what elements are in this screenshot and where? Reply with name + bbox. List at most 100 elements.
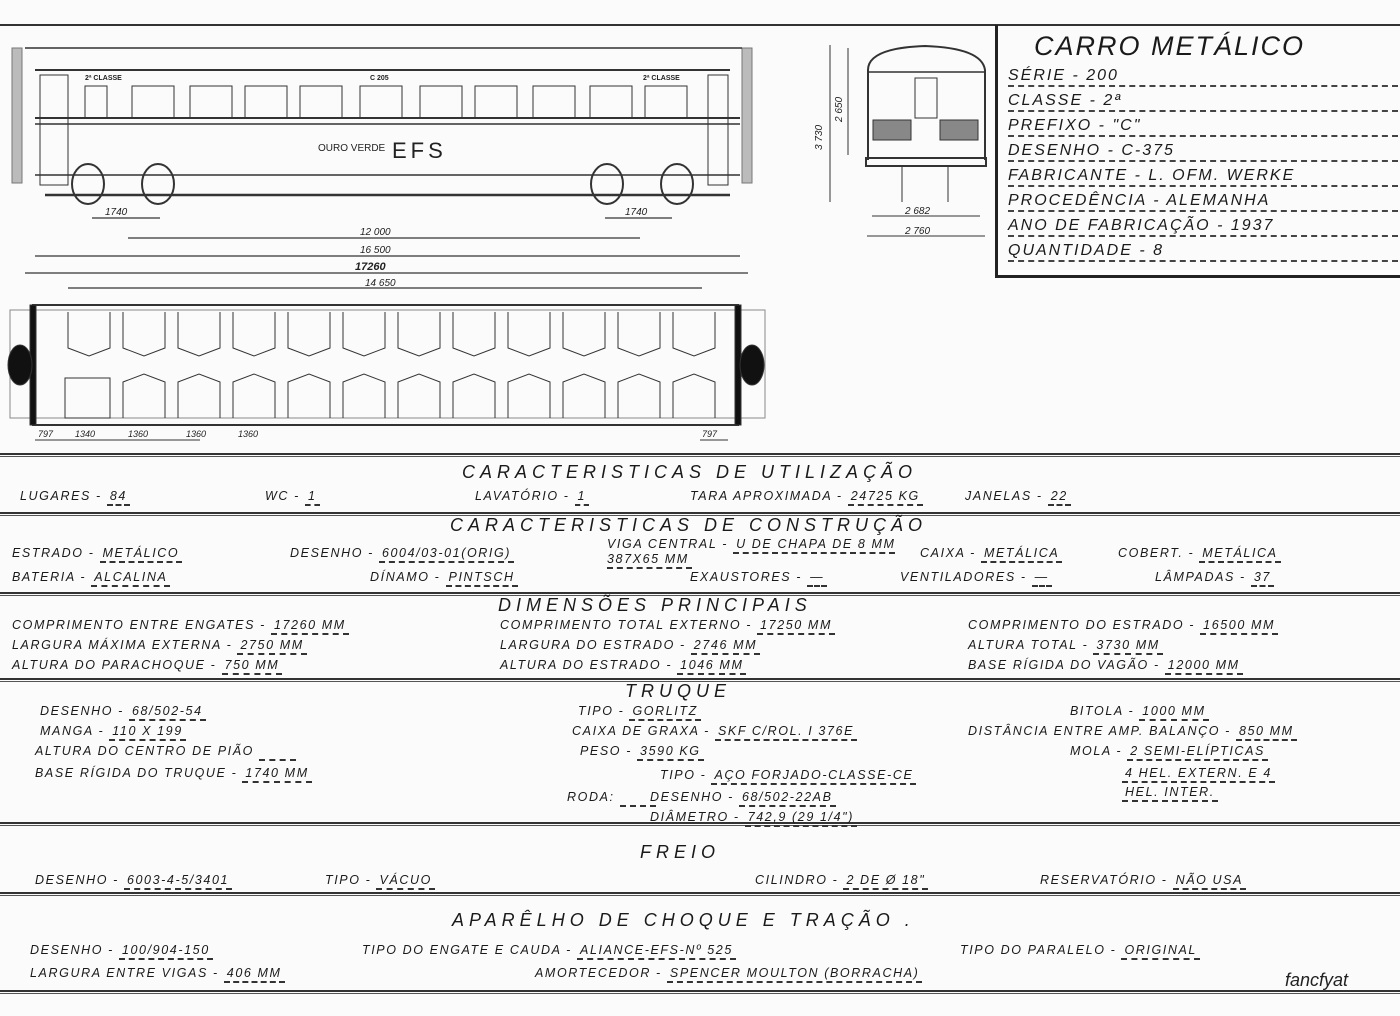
- seat-row-top: [452, 312, 496, 357]
- dim-bogie-right: 1740: [625, 207, 648, 218]
- spec-field: COMPRIMENTO ENTRE ENGATES - 17260 mm: [12, 618, 349, 635]
- field-label: ALTURA TOTAL -: [968, 638, 1094, 652]
- field-label: COBERT. -: [1118, 546, 1200, 560]
- title-row: CLASSE - 2ª: [1008, 92, 1398, 112]
- spec-field: ALTURA DO PARACHOQUE - 750 mm: [12, 658, 283, 675]
- field-label: AMORTECEDOR -: [535, 966, 667, 980]
- seat-row-bottom: [507, 373, 551, 418]
- seat-row-bottom: [672, 373, 716, 418]
- window: [131, 85, 175, 119]
- seat-row-top: [507, 312, 551, 357]
- field-value: 17250 mm: [757, 618, 835, 635]
- spec-field: ALTURA TOTAL - 3730 mm: [968, 638, 1163, 655]
- spec-field: LARGURA MÁXIMA EXTERNA - 2750 mm: [12, 638, 307, 655]
- field-label: BASE RÍGIDA DO VAGÃO -: [968, 658, 1165, 672]
- dim-coupler: 17260: [355, 261, 386, 273]
- field-value: ALCALINA: [91, 570, 171, 587]
- field-label: WC -: [265, 489, 305, 503]
- field-value: 2 DE Ø 18": [843, 873, 929, 890]
- field-label: LARGURA DO ESTRADO -: [500, 638, 691, 652]
- field-value: 68/502-22AB: [738, 790, 836, 807]
- plan-dim-2: 1340: [75, 429, 95, 439]
- wheel: [590, 163, 624, 205]
- spec-field: BITOLA - 1000 mm: [1070, 704, 1209, 721]
- spec-field: DISTÂNCIA ENTRE AMP. BALANÇO - 850 mm: [968, 724, 1297, 741]
- field-value: 3590 kg: [637, 744, 704, 761]
- field-value: —: [1031, 570, 1052, 587]
- window: [589, 85, 633, 119]
- field-label: MOLA -: [1070, 744, 1128, 758]
- field-label: COMPRIMENTO ENTRE ENGATES -: [12, 618, 271, 632]
- field-value: 742,9 (29 1/4"): [744, 810, 857, 827]
- field-value: 1046 mm: [677, 658, 747, 675]
- spec-field: BATERIA - ALCALINA: [12, 570, 171, 587]
- window: [84, 85, 108, 119]
- divider: [0, 592, 1400, 596]
- spec-field: TIPO - VÁCUO: [325, 873, 435, 890]
- title: CARRO METÁLICO: [1034, 31, 1306, 61]
- field-label: ALTURA DO ESTRADO -: [500, 658, 678, 672]
- field-value: NÃO USA: [1172, 873, 1247, 890]
- wheel: [71, 163, 105, 205]
- field-value: 2746 mm: [690, 638, 761, 655]
- window: [189, 85, 233, 119]
- field-label: DESENHO -: [650, 790, 739, 804]
- spec-field: COMPRIMENTO DO ESTRADO - 16500 mm: [968, 618, 1278, 635]
- field-value: VÁCUO: [376, 873, 435, 890]
- spec-field: DESENHO - 68/502-22AB: [650, 790, 836, 807]
- field-label: TIPO -: [325, 873, 377, 887]
- field-value: 1000 mm: [1139, 704, 1209, 721]
- field-value: ALIANCE-EFS-Nº 525: [577, 943, 736, 960]
- divider: [0, 453, 1400, 457]
- seat-row-bottom: [562, 373, 606, 418]
- seat-row-top: [177, 312, 221, 357]
- field-value: 22: [1047, 489, 1071, 506]
- seat-row-bottom: [177, 373, 221, 418]
- field-label: TIPO DO ENGATE E CAUDA -: [362, 943, 578, 957]
- field-label: DESENHO -: [290, 546, 379, 560]
- field-value: 1740 mm: [242, 766, 312, 783]
- spec-field: CAIXA DE GRAXA - SKF C/ROL. I 376E: [572, 724, 858, 741]
- signature: fancfyat: [1285, 970, 1349, 990]
- section-title: TRUQUE: [625, 681, 731, 701]
- spec-field: LARGURA DO ESTRADO - 2746 mm: [500, 638, 761, 655]
- field-value: AÇO FORJADO-CLASSE-CE: [711, 768, 917, 785]
- field-label: EXAUSTORES -: [690, 570, 808, 584]
- field-value: 37: [1250, 570, 1274, 587]
- field-value: 406 mm: [223, 966, 285, 983]
- window: [419, 85, 463, 119]
- class-label-left: 2ª CLASSE: [85, 75, 122, 82]
- field-label: DIÂMETRO -: [650, 810, 745, 824]
- section-title: FREIO: [640, 842, 721, 862]
- seat-row-top: [397, 312, 441, 357]
- field-label: DESENHO -: [35, 873, 124, 887]
- field-label: JANELAS -: [965, 489, 1048, 503]
- plan-dim-right: 797: [702, 429, 718, 439]
- spec-field: AMORTECEDOR - SPENCER MOULTON (BORRACHA): [535, 966, 923, 983]
- seat-row-top: [562, 312, 606, 357]
- field-label: TIPO -: [578, 704, 630, 718]
- dim-height-body: 2 650: [834, 97, 845, 123]
- side-elevation: [11, 47, 753, 289]
- field-value: 850 mm: [1235, 724, 1297, 741]
- dim-bogie-left: 1740: [105, 207, 128, 218]
- field-value: 1: [304, 489, 320, 506]
- field-label: LÂMPADAS -: [1155, 570, 1251, 584]
- spec-field: EXAUSTORES - —: [690, 570, 828, 587]
- field-value: 2750 mm: [237, 638, 307, 655]
- spec-field: DÍNAMO - PINTSCH: [370, 570, 518, 587]
- field-label: ESTRADO -: [12, 546, 100, 560]
- field-label: CILINDRO -: [755, 873, 844, 887]
- spec-field: TIPO - AÇO FORJADO-CLASSE-CE: [660, 768, 917, 785]
- spec-field: RODA:: [567, 790, 657, 807]
- seat-row-top: [122, 312, 166, 357]
- field-label: DESENHO -: [40, 704, 129, 718]
- efs-logo: EFS: [392, 138, 447, 163]
- field-label: CAIXA -: [920, 546, 981, 560]
- car-number: C 205: [370, 75, 389, 82]
- window: [244, 85, 288, 119]
- spec-field: VENTILADORES - —: [900, 570, 1052, 587]
- field-value: 16500 mm: [1200, 618, 1278, 635]
- seat-row-top: [67, 312, 111, 357]
- spec-field: ALTURA DO ESTRADO - 1046 mm: [500, 658, 747, 675]
